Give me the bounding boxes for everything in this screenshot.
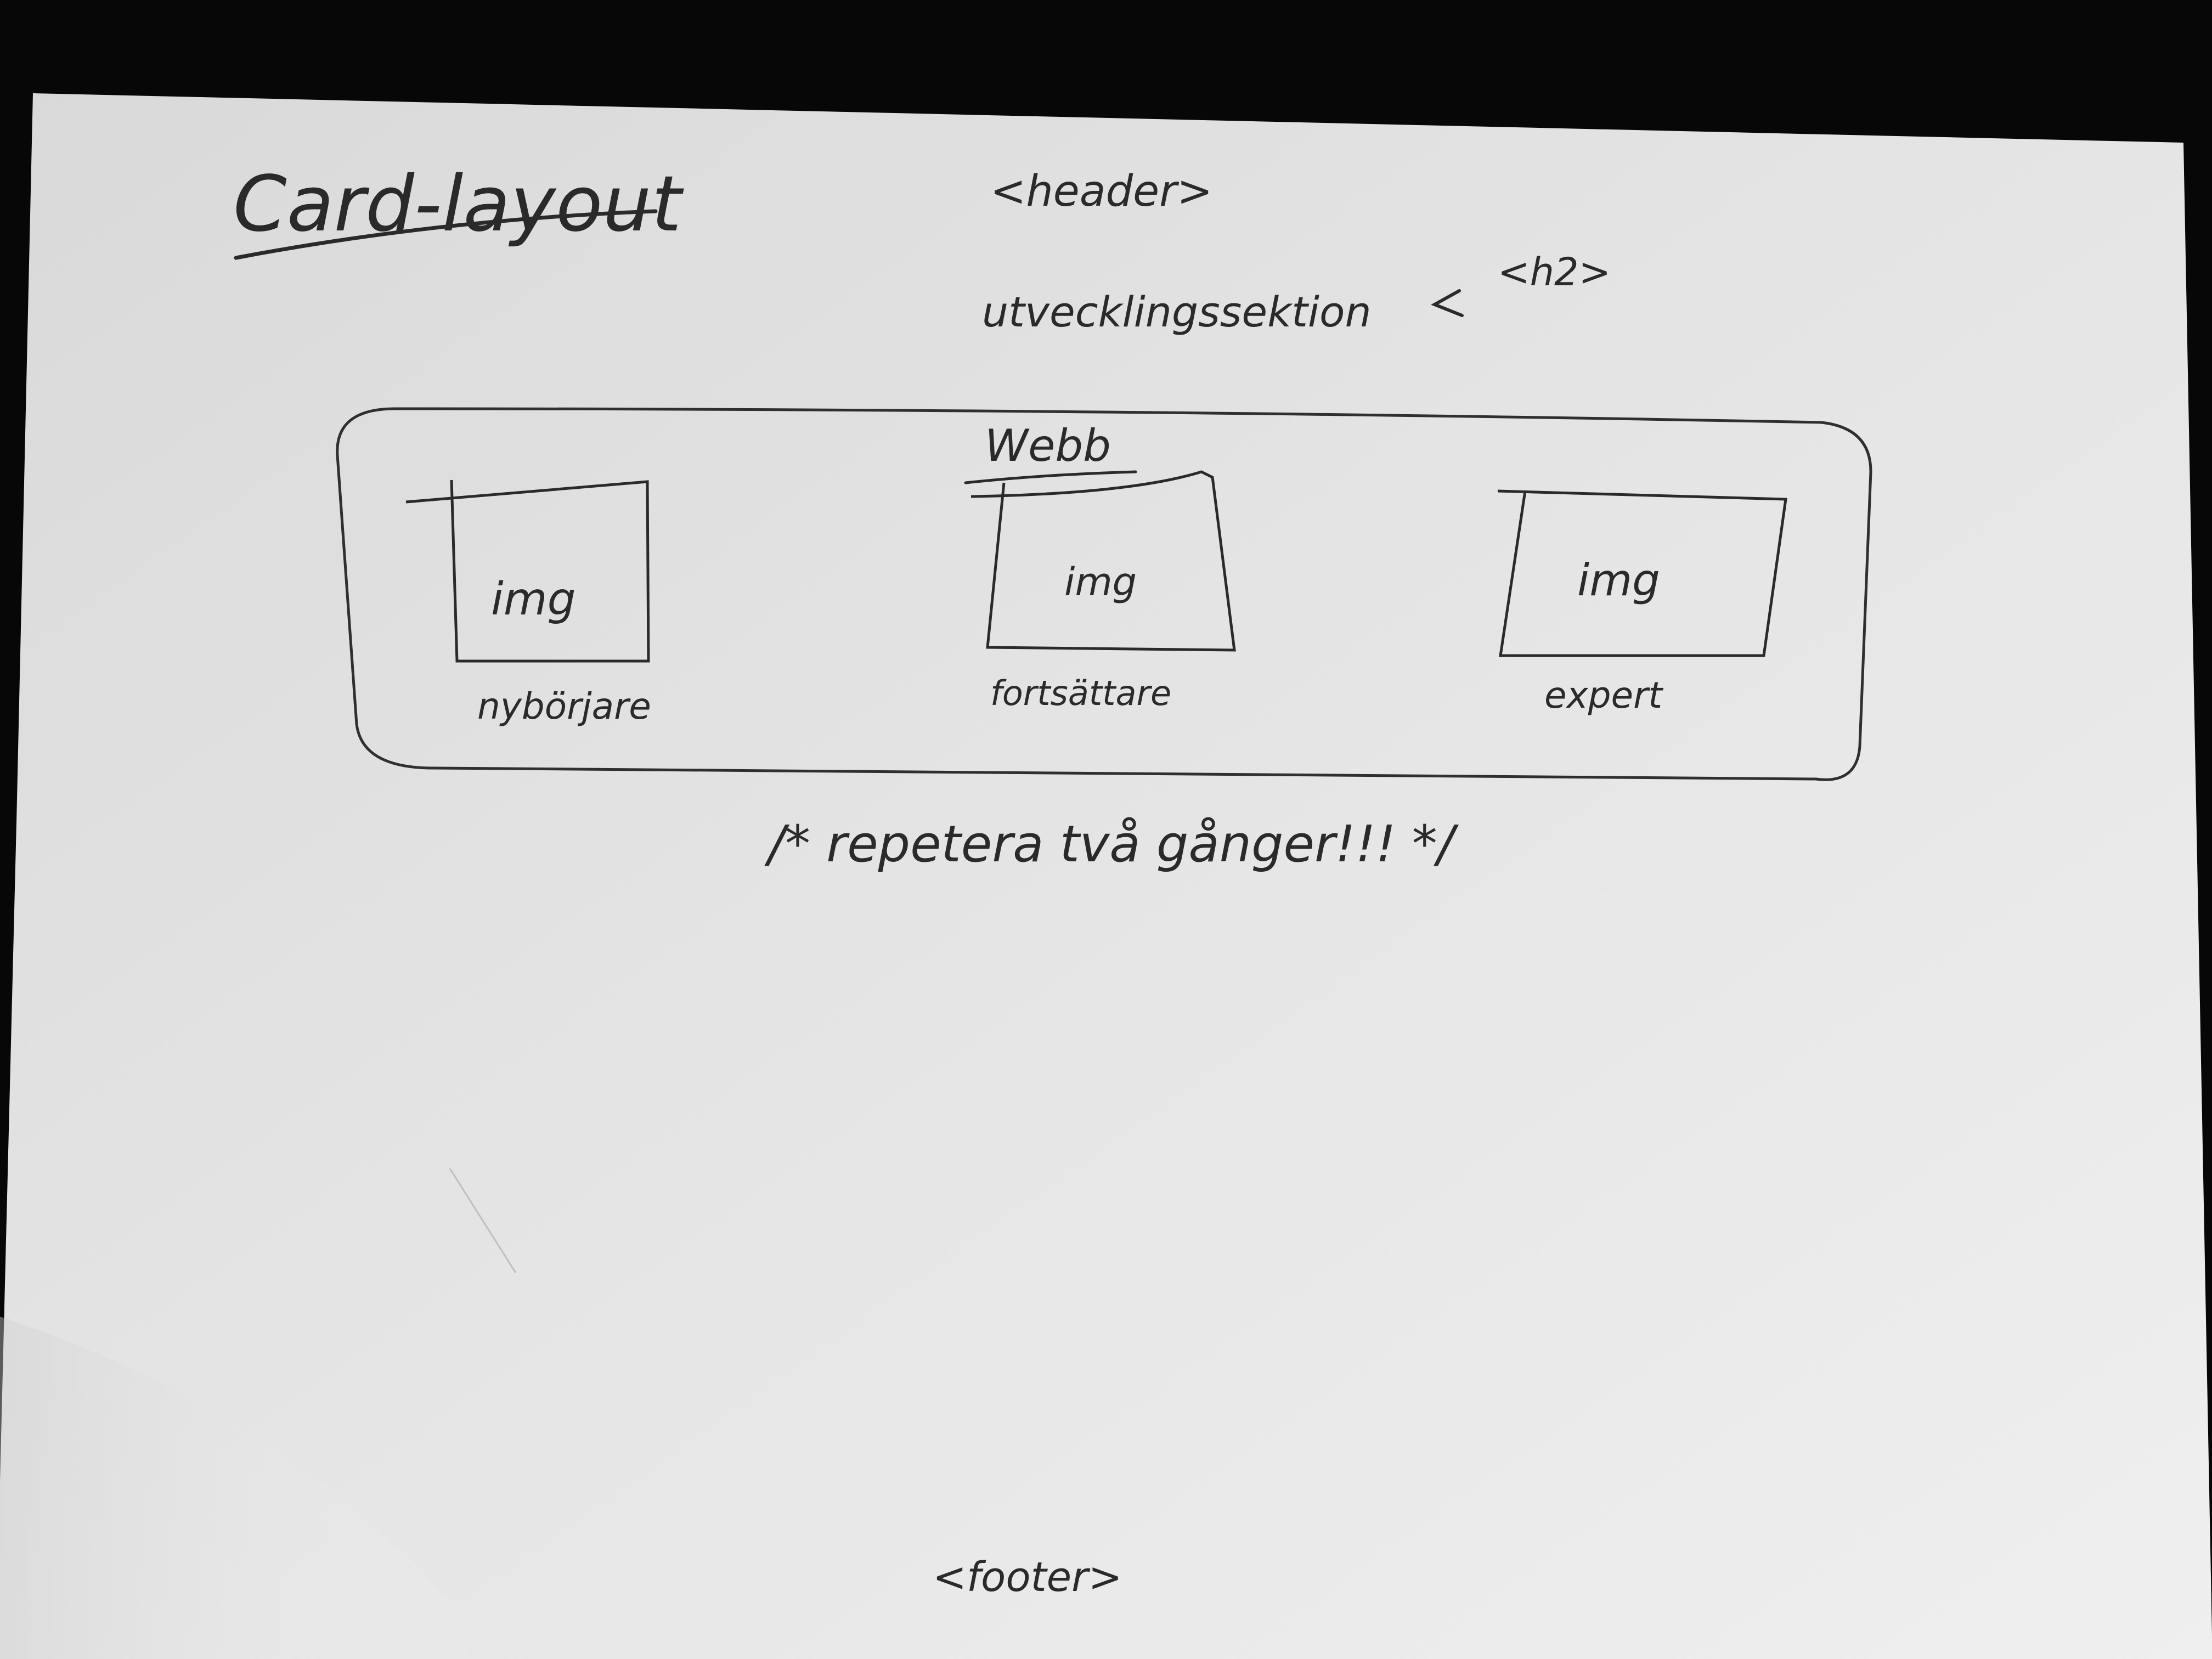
card-container bbox=[336, 407, 1872, 781]
card-image-label: img bbox=[1577, 555, 1660, 606]
card-image-label: img bbox=[1064, 560, 1137, 605]
card-expert: img expert bbox=[1497, 489, 1787, 716]
header-tag: <header> bbox=[990, 167, 1213, 216]
paper-crease bbox=[0, 1317, 494, 1659]
card-beginner: img nybörjare bbox=[405, 479, 651, 727]
group-label: Webb bbox=[985, 420, 1111, 471]
section-label: utvecklingssektion bbox=[982, 287, 1372, 336]
card-image-placeholder bbox=[1497, 489, 1787, 657]
card-caption: fortsättare bbox=[990, 673, 1171, 713]
arrow-icon bbox=[1431, 289, 1464, 317]
card-intermediate: img fortsättare bbox=[970, 470, 1236, 713]
card-image-placeholder bbox=[970, 470, 1236, 652]
sketch-title: Card-layout bbox=[233, 160, 684, 249]
group-underline bbox=[964, 470, 1137, 484]
title-underline bbox=[234, 209, 658, 260]
card-image-placeholder bbox=[405, 479, 650, 663]
card-image-label: img bbox=[491, 573, 576, 625]
paper-background bbox=[0, 93, 2212, 1659]
repeat-comment: /* repetera två gånger!!! */ bbox=[764, 815, 1459, 873]
card-caption: nybörjare bbox=[477, 685, 651, 727]
section-tag: <h2> bbox=[1498, 250, 1611, 295]
footer-tag: <footer> bbox=[933, 1554, 1122, 1601]
card-caption: expert bbox=[1544, 674, 1663, 716]
